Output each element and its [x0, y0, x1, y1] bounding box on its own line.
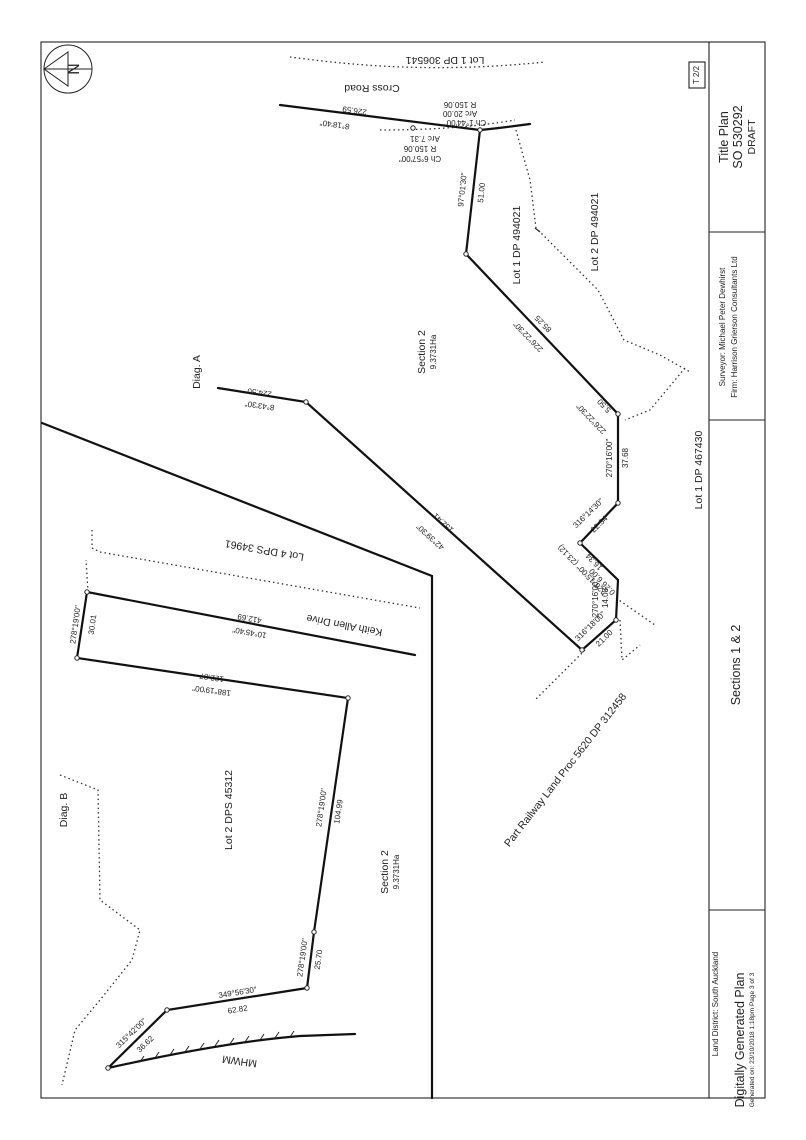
north-arrow-icon: N: [43, 44, 93, 94]
dist-14-03: 14.03: [601, 587, 610, 608]
label-section2-upper-area: 9.3731Ha: [429, 334, 438, 369]
bearing-270-16-b: 270°16'00": [591, 578, 600, 617]
dist-36-62: 36.62: [135, 1034, 156, 1055]
plan-status: DRAFT: [746, 119, 758, 155]
firm-text: Firm: Harrison Grierson Consultants Ltd: [730, 256, 739, 397]
bearing-278-19-b: 278°19'00": [314, 788, 328, 828]
dist-152-41: 152.41: [431, 511, 456, 534]
svg-text:N: N: [64, 63, 81, 75]
dist-104-99: 104.99: [332, 798, 344, 824]
sheet-label: T 2/2: [692, 65, 701, 84]
cross-road-boundary: [379, 119, 516, 131]
dist-122-87: 122.87: [198, 671, 224, 683]
label-lot1-dp-467430: Lot 1 DP 467430: [693, 431, 705, 510]
lot4-34961-boundary: [91, 530, 421, 609]
keith-allen-drive-line: [85, 590, 417, 657]
dist-22-34: 22.34: [589, 514, 610, 535]
bearing-ch-6-57: Ch 6°57'00": [399, 154, 441, 163]
dist-5-50: 5.50: [595, 397, 613, 415]
lot4-side-boundary: [85, 559, 89, 593]
dist-37-68: 37.68: [621, 447, 630, 468]
label-section2-upper: Section 2: [416, 330, 428, 374]
dist-30-01: 30.01: [87, 614, 99, 636]
section2-upper-boundary: [216, 103, 620, 652]
arc-boundary: [478, 122, 532, 132]
label-lot1-dp-306541: Lot 1 DP 306541: [406, 54, 485, 66]
lot1-467430-boundary: [624, 367, 686, 421]
label-section2-lower-area: 9.3731Ha: [392, 854, 401, 889]
mhwm-line: [106, 1032, 357, 1070]
dash-tick-a: [534, 227, 541, 233]
rail-boundary-a: [615, 597, 656, 626]
label-lot1-dp-494021: Lot 1 DP 494021: [511, 206, 523, 285]
section-boundary-line: [40, 421, 434, 1100]
diag-b-boundary: [59, 774, 141, 1086]
bearing-278-19-c: 278°19'00": [295, 938, 309, 978]
rail-boundary-b: [619, 619, 641, 662]
dist-226-59: 226.59: [341, 104, 367, 116]
bearing-8-18-40: 8°18'40": [319, 118, 350, 131]
label-diag-a: Diag. A: [191, 355, 203, 389]
mhwm-hatch: [139, 1030, 295, 1063]
land-district-text: Land District: South Auckland: [711, 952, 720, 1057]
dist-412-69: 412.69: [236, 612, 262, 625]
generated-on-text: Generated on: 23/10/2018 1:18pm Page 3 o…: [749, 972, 756, 1107]
label-section2-lower: Section 2: [379, 850, 391, 894]
dist-arc-7-31: Arc 7.31: [410, 134, 440, 143]
dist-51-00: 51.00: [476, 182, 487, 203]
bearing-10-45-40: 10°45'40": [232, 625, 267, 640]
label-cross-road: Cross Road: [344, 82, 400, 94]
label-mhwm: MHWM: [221, 1053, 257, 1070]
dist-r-150-a: R 150.06: [443, 100, 476, 109]
dist-r-150-b: R 150.06: [403, 144, 436, 153]
bearing-188-19: 188°19'00": [192, 683, 232, 697]
title-text: Title Plan: [717, 111, 731, 163]
label-lot4-dps-34961: Lot 4 DPS 34961: [224, 537, 305, 563]
survey-marks: [74, 125, 621, 1071]
label-keith-allen-drive: Keith Allen Drive: [305, 612, 383, 639]
dist-21-00: 21.00: [594, 628, 615, 649]
bearing-8-43-30: 8°43'30": [244, 399, 275, 412]
plan-frame: [40, 41, 766, 1099]
label-diag-b: Diag. B: [58, 793, 70, 827]
bearing-ch-1-44: Ch 1°44'00": [444, 118, 486, 127]
dist-85-25: 85.25: [533, 313, 554, 334]
bearing-270-16-a: 270°16'00": [605, 438, 614, 477]
surveyor-text: Surveyor: Michael Peter Dewhirst: [718, 267, 727, 386]
label-railway-land: Part Railway Land Proc 5620 DP 312458: [502, 691, 629, 849]
dist-arc-20: Arc 20.00: [442, 109, 477, 118]
rail-boundary-c: [534, 649, 586, 701]
label-lot2-dps-45312: Lot 2 DPS 45312: [223, 770, 235, 850]
dist-62-82: 62.82: [227, 1003, 249, 1015]
generated-title: Digitally Generated Plan: [733, 973, 747, 1108]
dist-25-70: 25.70: [313, 949, 325, 971]
sections-text: Sections 1 & 2: [729, 625, 743, 706]
dist-224-50: 224.50: [246, 386, 272, 398]
bearing-97-01-30: 97°01'30": [456, 172, 469, 207]
plan-number: SO 530292: [731, 105, 745, 168]
section2-lower-boundary: [75, 590, 350, 1070]
sheet-box: [688, 61, 706, 89]
label-lot2-dp-494021: Lot 2 DP 494021: [589, 193, 601, 272]
